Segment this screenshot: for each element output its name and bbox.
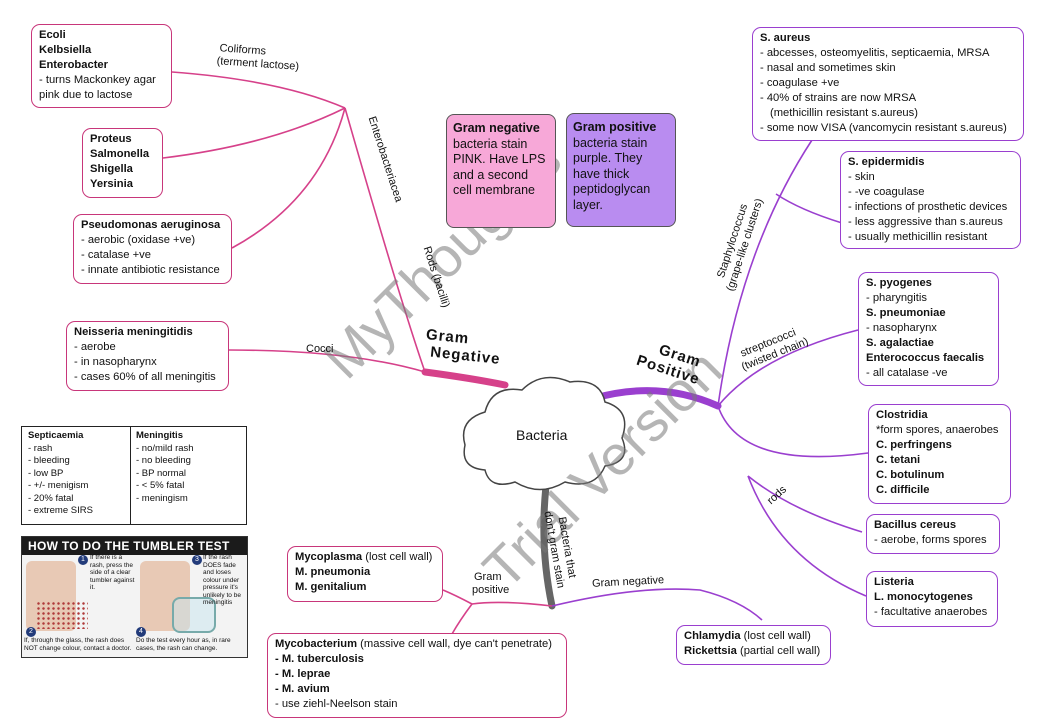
rash-spots-left <box>36 601 88 629</box>
neisseria-box: Neisseria meningitidis- aerobe- in nasop… <box>66 321 229 391</box>
gram-negative-branch <box>421 368 509 389</box>
septicaemia-column: Septicaemia - rash- bleeding- low BP- +/… <box>28 430 93 516</box>
gram-negative-info-title: Gram negative <box>453 121 540 135</box>
comparison-table: Septicaemia - rash- bleeding- low BP- +/… <box>21 426 247 525</box>
bacillus-box: Bacillus cereus- aerobe, forms spores <box>866 514 1000 554</box>
gram-negative-info-text: bacteria stain PINK. Have LPS and a seco… <box>453 136 546 198</box>
tumbler-test-image: HOW TO DO THE TUMBLER TEST 1 If there is… <box>21 536 248 658</box>
step-3-number: 3 <box>192 555 202 565</box>
tumbler-test-title: HOW TO DO THE TUMBLER TEST <box>22 537 247 555</box>
center-label: Bacteria <box>516 427 568 443</box>
gram-positive-info-text: bacteria stain purple. They have thick p… <box>573 135 651 212</box>
step-2-number: 2 <box>26 627 36 637</box>
s-epidermidis-box: S. epidermidis- skin- -ve coagulase- inf… <box>840 151 1021 249</box>
chlamydia-box: Chlamydia (lost cell wall)Rickettsia (pa… <box>676 625 831 665</box>
step-4-number: 4 <box>136 627 146 637</box>
gram-positive-info: Gram positive bacteria stain purple. The… <box>566 113 676 227</box>
gram-positive-branch <box>591 387 722 410</box>
step-2-text: If, through the glass, the rash does NOT… <box>24 637 132 652</box>
gram-positive-info-title: Gram positive <box>573 120 657 134</box>
cloud-shape <box>462 376 626 491</box>
step-1-text: If there is a rash, press the side of a … <box>90 554 135 591</box>
glass-icon <box>172 597 216 633</box>
pseudomonas-box: Pseudomonas aeruginosa- aerobic (oxidase… <box>73 214 232 284</box>
step-3-text: If the rash DOES fade and loses colour u… <box>203 554 241 606</box>
mycobacterium-box: Mycobacterium (massive cell wall, dye ca… <box>267 633 567 718</box>
meningitis-column: Meningitis - no/mild rash- no bleeding- … <box>136 430 194 504</box>
gram-negative-info: Gram negative bacteria stain PINK. Have … <box>446 114 556 228</box>
step-1-number: 1 <box>78 555 88 565</box>
s-aureus-box: S. aureus- abcesses, osteomyelitis, sept… <box>752 27 1024 141</box>
cocci-label: Cocci <box>306 343 334 355</box>
step-4-text: Do the test every hour as, in rare cases… <box>136 637 231 652</box>
